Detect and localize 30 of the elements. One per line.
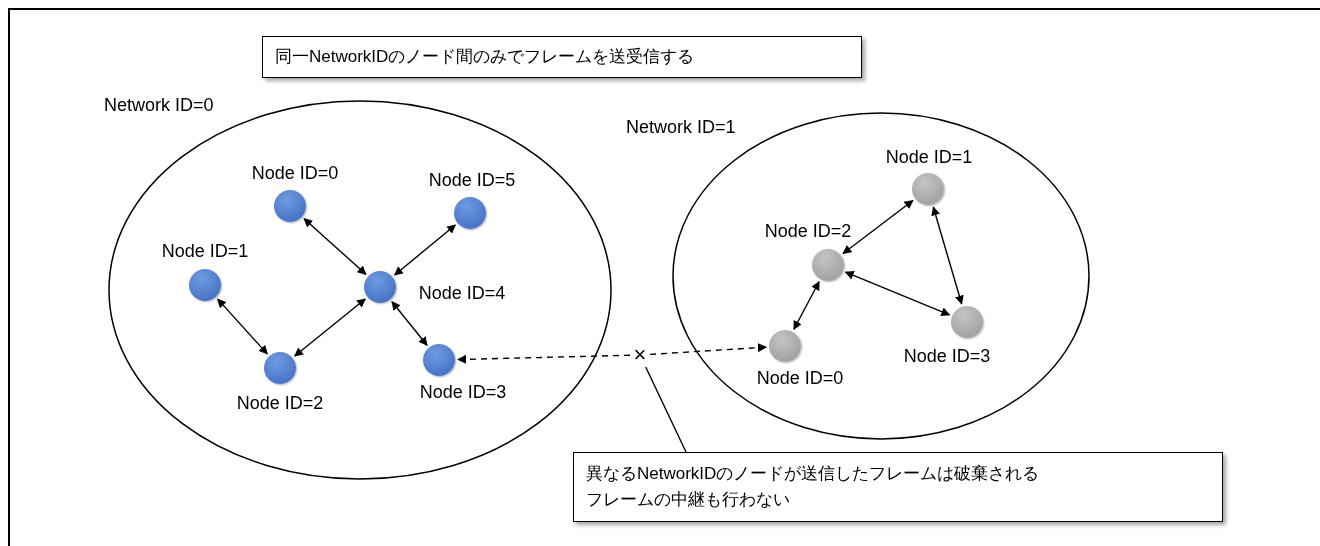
node-label: Node ID=0 xyxy=(755,367,845,389)
arrow xyxy=(303,218,367,275)
node-label: Node ID=3 xyxy=(902,345,992,367)
node-label: Node ID=2 xyxy=(763,220,853,242)
arrow xyxy=(294,298,366,357)
network-label: Network ID=0 xyxy=(104,94,214,116)
node-label: Node ID=5 xyxy=(427,169,517,191)
node-label: Node ID=4 xyxy=(417,282,507,304)
arrow xyxy=(793,281,820,330)
arrow xyxy=(391,301,428,346)
arrow xyxy=(217,298,268,355)
callout-box xyxy=(262,36,862,78)
node-label: Node ID=1 xyxy=(160,240,250,262)
leader-line xyxy=(645,366,687,453)
arrow xyxy=(394,224,456,276)
network-label: Network ID=1 xyxy=(626,116,736,138)
node-label: Node ID=3 xyxy=(418,381,508,403)
callout-box xyxy=(573,452,1223,522)
arrow xyxy=(457,354,631,364)
arrow xyxy=(931,206,964,305)
note-text: 異なるNetworkIDのノードが送信したフレームは破棄される xyxy=(586,463,1041,485)
note-text: 同一NetworkIDのノード間のみでフレームを送受信する xyxy=(275,46,696,68)
node-label: Node ID=0 xyxy=(250,162,340,184)
arrow xyxy=(844,271,951,316)
arrow xyxy=(649,343,767,356)
cross-mark: × xyxy=(630,343,650,367)
node-label: Node ID=2 xyxy=(235,392,325,414)
node-label: Node ID=1 xyxy=(884,146,974,168)
note-text: フレームの中継も行わない xyxy=(586,489,791,511)
arrow xyxy=(842,199,914,255)
